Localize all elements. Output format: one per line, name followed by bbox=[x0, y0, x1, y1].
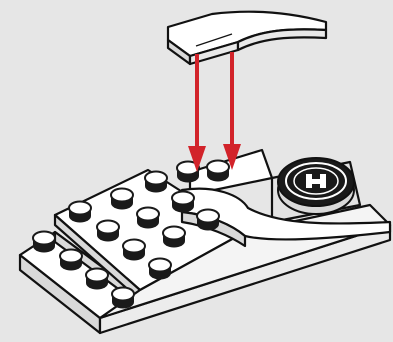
stud-top bbox=[163, 227, 185, 240]
stud-top bbox=[145, 172, 167, 185]
stud bbox=[137, 208, 159, 229]
stud-top bbox=[60, 250, 82, 263]
stud bbox=[172, 192, 194, 213]
stud-top bbox=[149, 259, 171, 272]
stud bbox=[145, 172, 167, 193]
stud-top bbox=[172, 192, 194, 205]
stud-top bbox=[123, 240, 145, 253]
stud-top bbox=[86, 269, 108, 282]
stud bbox=[197, 210, 219, 231]
stud bbox=[97, 221, 119, 242]
stud-top bbox=[69, 202, 91, 215]
stud bbox=[207, 161, 229, 182]
stud bbox=[86, 269, 108, 290]
stud bbox=[69, 202, 91, 223]
stud bbox=[111, 189, 133, 210]
stud bbox=[163, 227, 185, 248]
stud-top bbox=[112, 288, 134, 301]
stud bbox=[149, 259, 171, 280]
round-tile bbox=[278, 158, 354, 214]
stud-top bbox=[207, 161, 229, 174]
stud-top bbox=[111, 189, 133, 202]
stud-top bbox=[33, 232, 55, 245]
stud bbox=[123, 240, 145, 261]
stud-top bbox=[137, 208, 159, 221]
stud-top bbox=[97, 221, 119, 234]
stud bbox=[112, 288, 134, 309]
stud bbox=[60, 250, 82, 271]
stud-top bbox=[197, 210, 219, 223]
stud bbox=[33, 232, 55, 253]
